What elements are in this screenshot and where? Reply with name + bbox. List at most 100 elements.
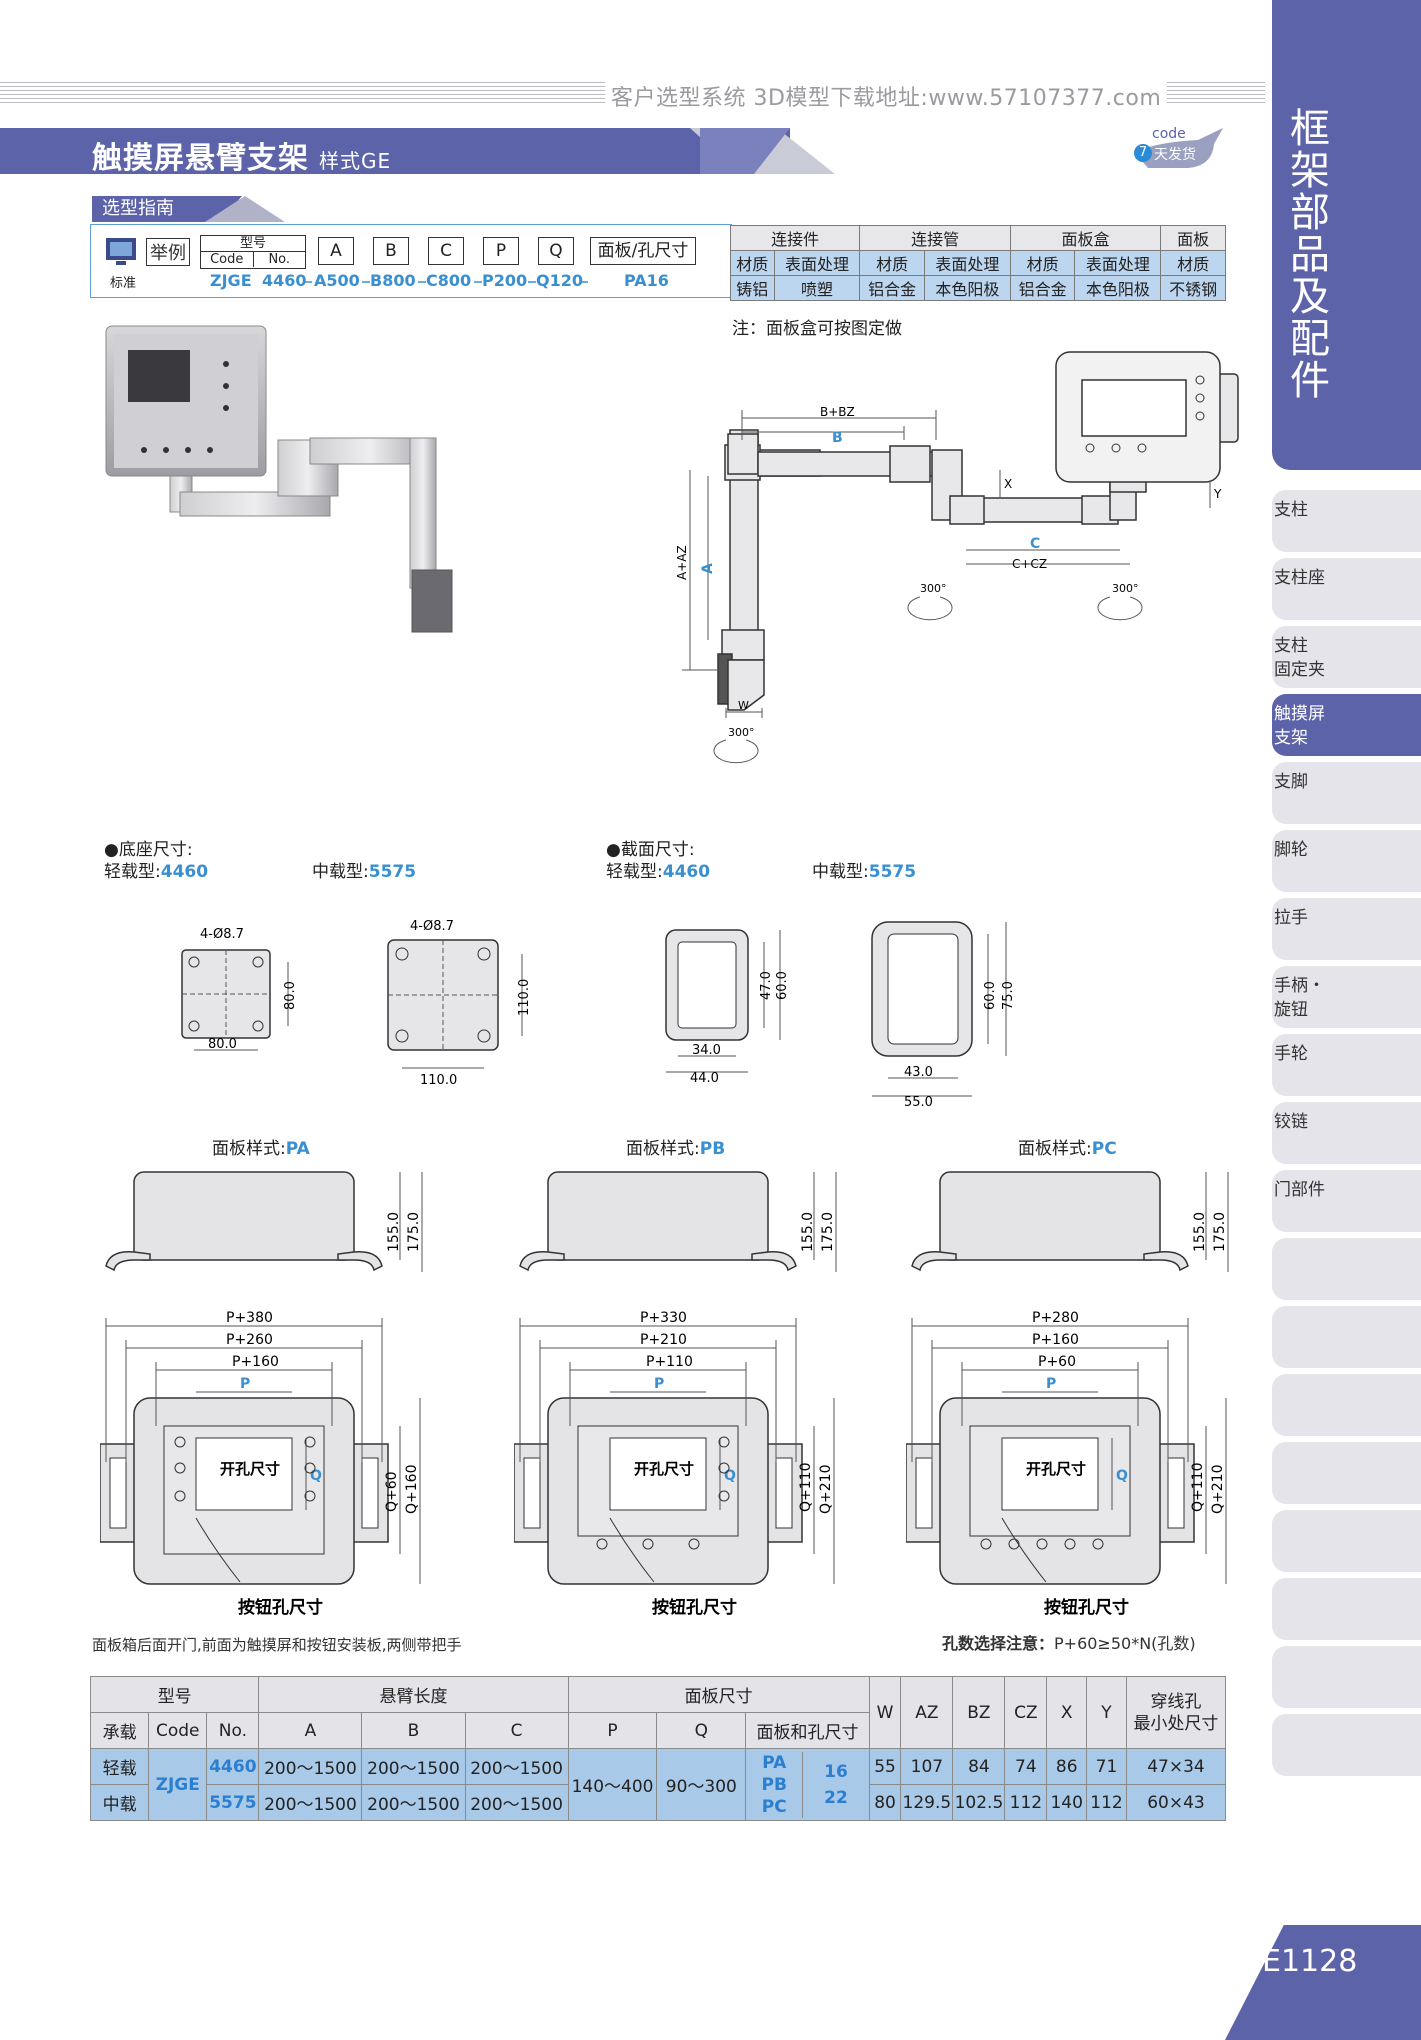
base-d80b: 80.0 xyxy=(208,1037,237,1052)
svg-text:P: P xyxy=(240,1376,250,1392)
sidebar-tab[interactable]: 支柱 xyxy=(1272,490,1421,552)
bird-icon xyxy=(1134,128,1223,168)
dim-rot1: 300° xyxy=(920,582,947,595)
dim-y: Y xyxy=(1213,487,1222,501)
sidebar-tab[interactable] xyxy=(1272,1510,1421,1572)
dim-rot2: 300° xyxy=(1112,582,1139,595)
spec-subheader: 材质 xyxy=(859,250,926,276)
base-title: ●底座尺寸: xyxy=(104,840,193,860)
row-b: 200～1500 xyxy=(361,1748,466,1785)
svg-text:Q+210: Q+210 xyxy=(1210,1465,1226,1514)
base-hole1: 4-Ø8.7 xyxy=(200,927,244,942)
dim-a-az: A+AZ xyxy=(675,545,689,580)
sec-47: 47.0 xyxy=(759,971,774,1000)
panel-style-title: 面板样式:PC xyxy=(1018,1139,1117,1159)
sidebar-tab[interactable] xyxy=(1272,1374,1421,1436)
svg-text:155.0: 155.0 xyxy=(1192,1212,1208,1252)
svg-text:P+210: P+210 xyxy=(640,1332,687,1348)
base-medium: 中载型:5575 xyxy=(312,862,417,882)
spec-note: 注：面板盒可按图定做 xyxy=(732,319,902,339)
example-b: B800 xyxy=(370,271,416,290)
row-y: 112 xyxy=(1086,1784,1127,1821)
spec-value: 本色阳极 xyxy=(1074,275,1162,301)
svg-text:开孔尺寸: 开孔尺寸 xyxy=(220,1460,280,1478)
base-d110: 110.0 xyxy=(517,979,532,1016)
sidebar-tab[interactable] xyxy=(1272,1442,1421,1504)
panel-style-title: 面板样式:PB xyxy=(626,1139,726,1159)
sidebar-tab[interactable] xyxy=(1272,1578,1421,1640)
spec-group: 面板盒 xyxy=(1009,225,1162,251)
sidebar-tab[interactable]: 触摸屏 支架 xyxy=(1272,694,1421,756)
row-hole: 60×43 xyxy=(1125,1784,1227,1821)
example-dashes xyxy=(304,281,588,283)
spec-subheader: 材质 xyxy=(1009,250,1076,276)
row-y: 71 xyxy=(1086,1748,1127,1785)
sidebar-tab[interactable]: 手轮 xyxy=(1272,1034,1421,1096)
row-cz: 112 xyxy=(1004,1784,1048,1821)
sec-60: 60.0 xyxy=(775,971,790,1000)
dim-a: A xyxy=(700,563,716,574)
svg-text:P: P xyxy=(654,1376,664,1392)
sidebar-tab[interactable]: 脚轮 xyxy=(1272,830,1421,892)
sec-m43: 43.0 xyxy=(904,1065,933,1080)
code-field-b: B xyxy=(373,237,409,265)
product-photo xyxy=(105,325,453,633)
sidebar-tab[interactable] xyxy=(1272,1714,1421,1776)
panel-field-box: 面板/孔尺寸 xyxy=(590,237,696,265)
dim-x: X xyxy=(1004,477,1012,491)
sidebar-tab[interactable] xyxy=(1272,1238,1421,1300)
code-field-c: C xyxy=(428,237,464,265)
th-panel: 面板尺寸 xyxy=(567,1676,870,1713)
sec-34: 34.0 xyxy=(692,1043,721,1058)
section-medium: 中载型:5575 xyxy=(812,862,917,882)
base-hole2: 4-Ø8.7 xyxy=(410,920,454,934)
badge-days: 7 xyxy=(1134,144,1152,162)
row-hole: 47×34 xyxy=(1125,1748,1227,1785)
dim-b: B xyxy=(832,430,843,446)
th-a: A xyxy=(258,1712,363,1749)
spec-value: 铝合金 xyxy=(859,275,926,301)
section-light: 轻载型:4460 xyxy=(606,862,711,882)
sidebar-tab[interactable] xyxy=(1272,1306,1421,1368)
row-b: 200～1500 xyxy=(361,1784,466,1821)
row-x: 86 xyxy=(1046,1748,1088,1785)
svg-text:175.0: 175.0 xyxy=(406,1212,422,1252)
spec-subheader: 表面处理 xyxy=(924,250,1011,276)
sidebar-tab[interactable]: 支柱座 xyxy=(1272,558,1421,620)
row-c: 200～1500 xyxy=(464,1748,569,1785)
sidebar-tab[interactable]: 门部件 xyxy=(1272,1170,1421,1232)
sec-m75: 75.0 xyxy=(1001,981,1016,1010)
dim-rot3: 300° xyxy=(728,726,755,739)
row-az: 107 xyxy=(900,1748,954,1785)
sidebar-tab[interactable]: 支柱 固定夹 xyxy=(1272,626,1421,688)
th-code: Code xyxy=(148,1712,208,1749)
dim-w: W xyxy=(738,699,749,712)
base-d80: 80.0 xyxy=(283,981,298,1010)
title-banner xyxy=(0,128,790,174)
row-bz: 102.5 xyxy=(952,1784,1006,1821)
spec-value: 喷塑 xyxy=(773,275,861,301)
svg-text:按钮孔尺寸: 按钮孔尺寸 xyxy=(238,1597,323,1618)
spec-subheader: 材质 xyxy=(730,250,775,276)
spec-subheader: 材质 xyxy=(1160,250,1226,276)
sec-m55: 55.0 xyxy=(904,1095,933,1110)
sidebar-tab[interactable]: 拉手 xyxy=(1272,898,1421,960)
panel-style-title: 面板样式:PA xyxy=(212,1139,310,1159)
sidebar-tab[interactable]: 手柄・ 旋钮 xyxy=(1272,966,1421,1028)
svg-text:开孔尺寸: 开孔尺寸 xyxy=(634,1460,694,1478)
spec-value: 本色阳极 xyxy=(924,275,1011,301)
sidebar-tab[interactable]: 支脚 xyxy=(1272,762,1421,824)
svg-text:P+330: P+330 xyxy=(640,1310,687,1326)
sec-m60: 60.0 xyxy=(983,981,998,1010)
svg-text:Q+60: Q+60 xyxy=(384,1471,400,1512)
sidebar-tab[interactable] xyxy=(1272,1646,1421,1708)
spec-group: 面板 xyxy=(1160,225,1226,251)
th-x: X xyxy=(1046,1676,1088,1749)
th-panhole: 面板和孔尺寸 xyxy=(745,1712,870,1749)
sidebar-tab[interactable]: 铰链 xyxy=(1272,1102,1421,1164)
row-p: 140～400 xyxy=(567,1748,658,1821)
header-url-text[interactable]: 客户选型系统 3D模型下载地址:www.57107377.com xyxy=(605,80,1168,112)
sidebar-category-header xyxy=(1272,0,1421,470)
